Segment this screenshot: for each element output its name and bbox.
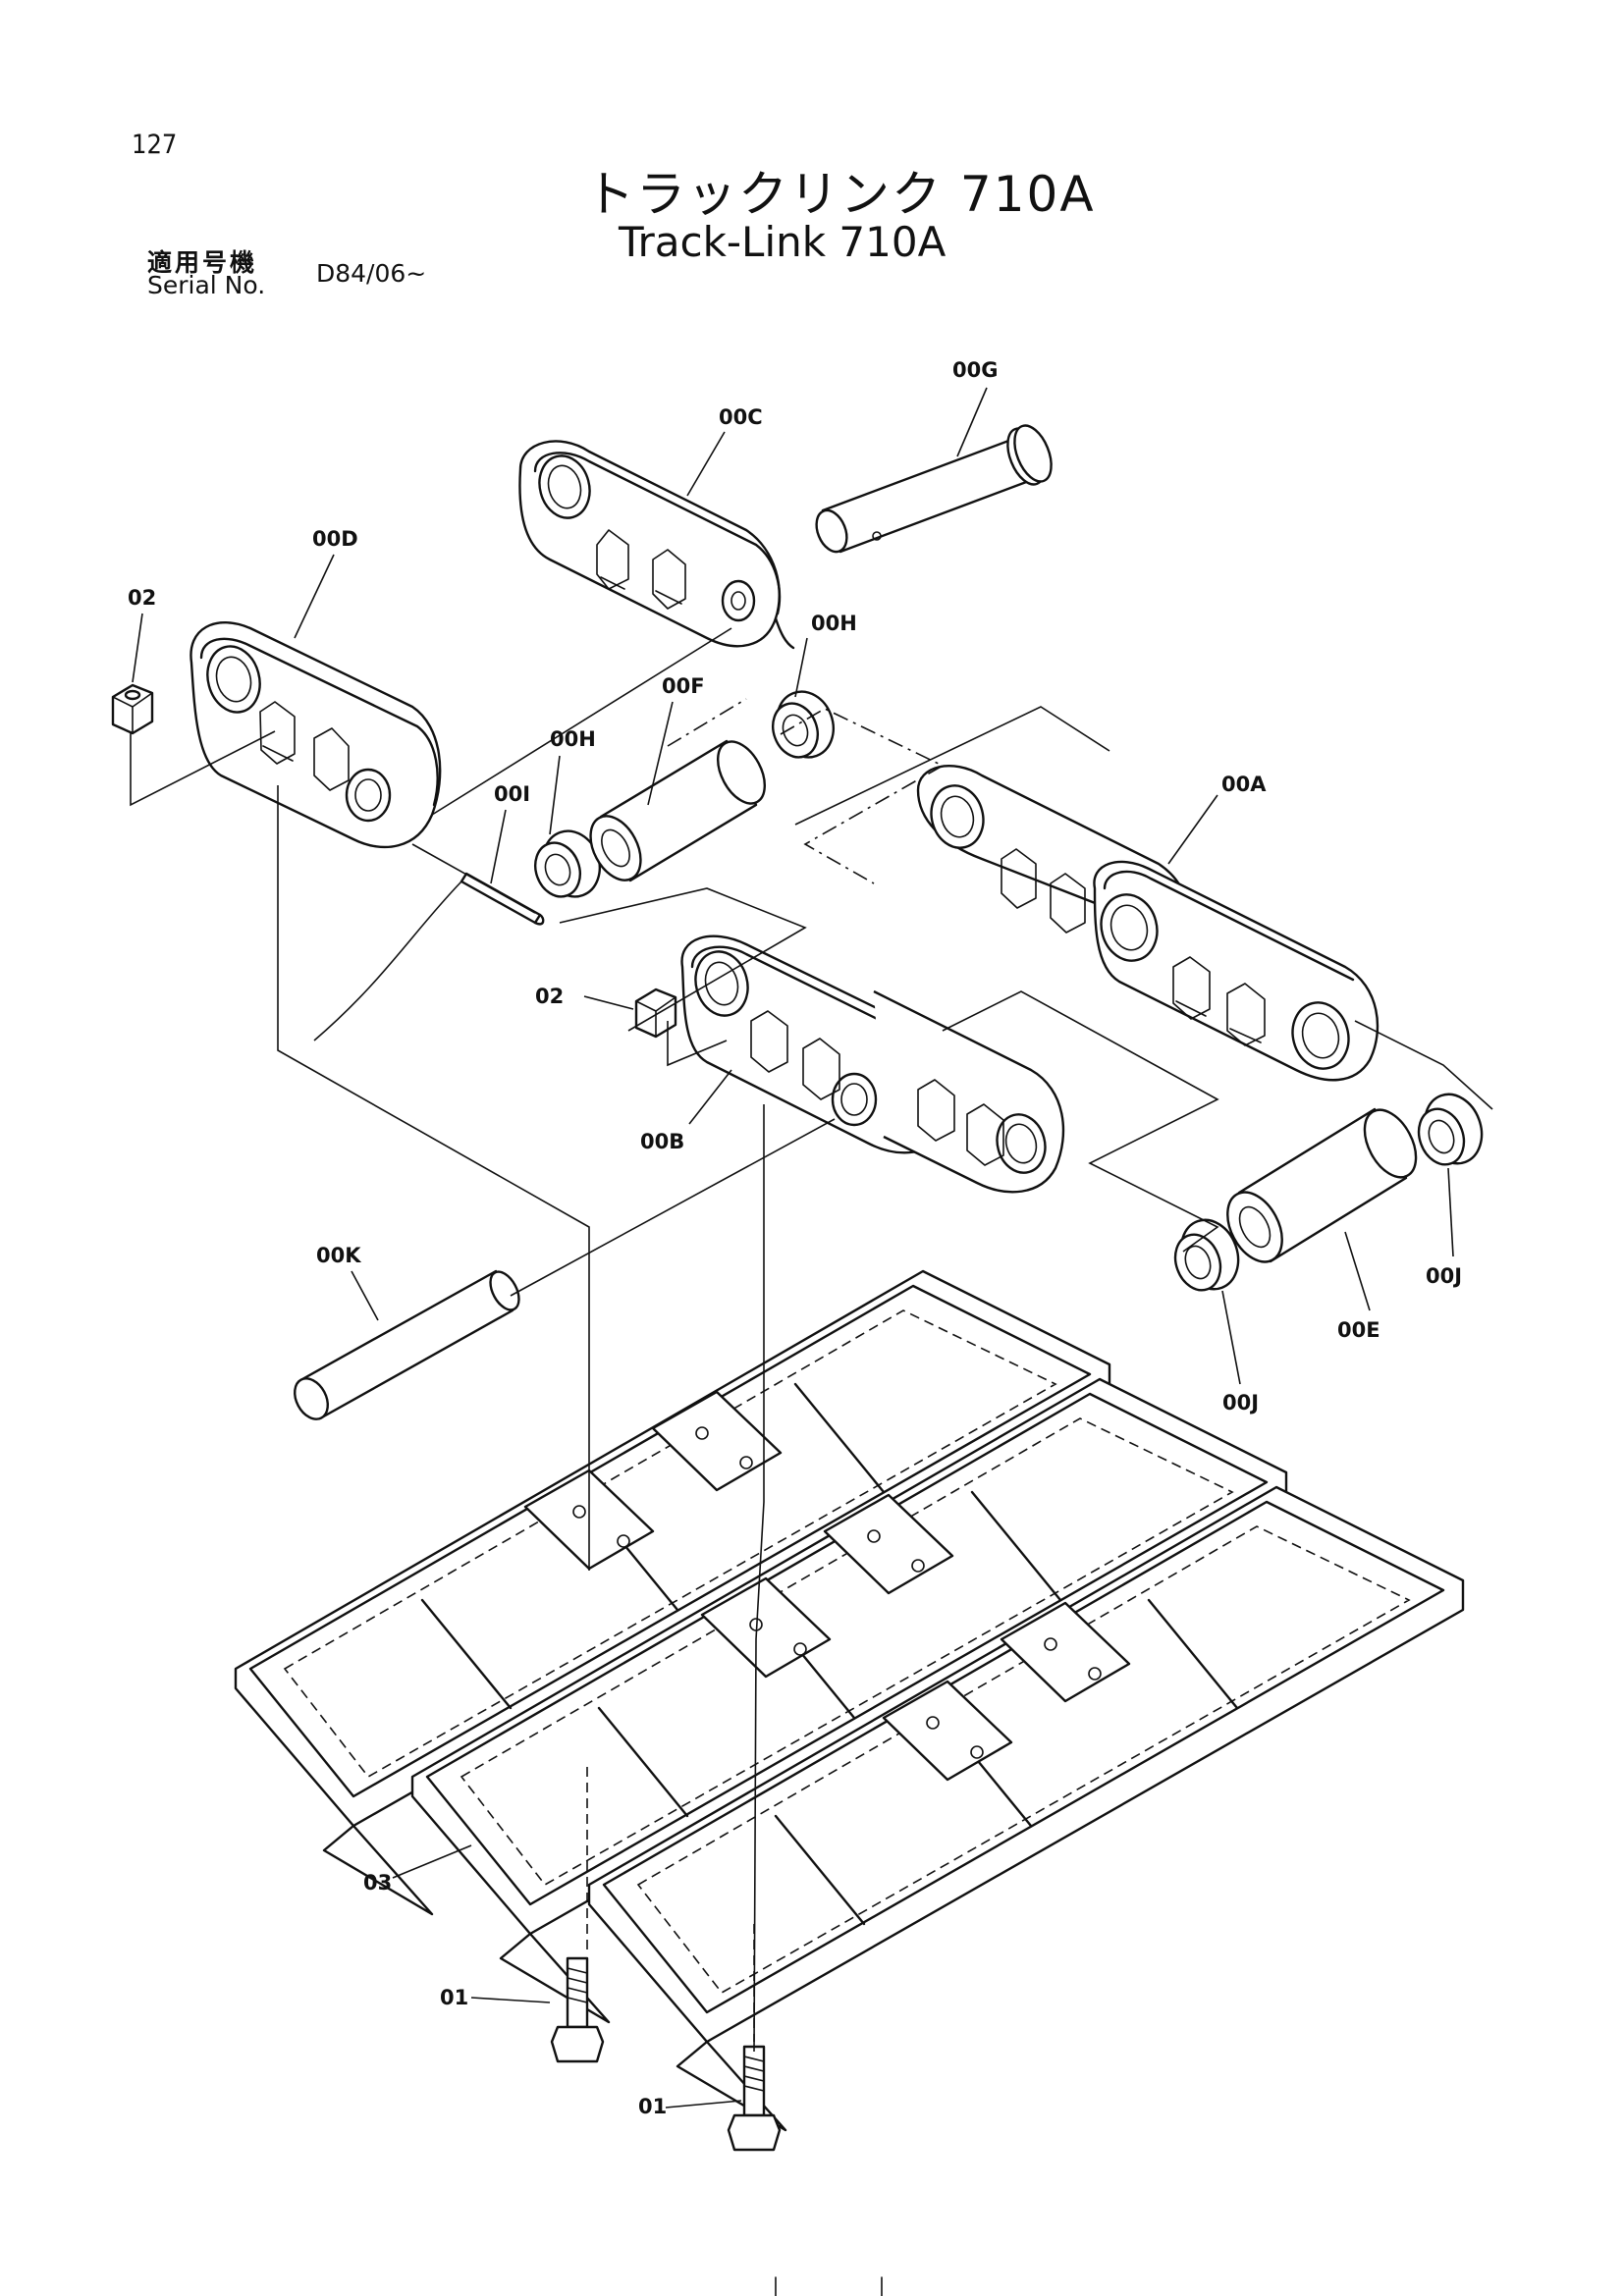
link-00d (189, 621, 442, 849)
assembly-guide-lines (130, 627, 1493, 2053)
callout-00i: 00I (494, 782, 530, 806)
scan-marks (775, 2276, 883, 2296)
bushing-00e (1226, 1107, 1418, 1263)
callout-00j-right: 00J (1426, 1264, 1462, 1288)
title-english: Track-Link 710A (619, 218, 947, 266)
callout-00h-left: 00H (550, 727, 596, 751)
pin-00k (294, 1269, 520, 1420)
callout-00f: 00F (662, 674, 705, 698)
callout-00h-top: 00H (811, 612, 857, 635)
callout-01-right: 01 (638, 2095, 667, 2118)
link-00b (680, 934, 1065, 1194)
bolt-01-left (550, 1956, 605, 2063)
callout-00j-left: 00J (1222, 1391, 1259, 1415)
pin-00g (815, 424, 1053, 554)
callout-00e: 00E (1337, 1318, 1380, 1342)
callout-00g: 00G (952, 358, 998, 382)
callout-00d: 00D (312, 527, 358, 551)
nut-02-upper (111, 683, 154, 735)
link-00c (518, 440, 795, 650)
callout-labels: 00G 00C 00D 02 00H 00F 00H 00I 00A 02 00… (128, 358, 1462, 2118)
callout-00b: 00B (640, 1130, 684, 1153)
serial-label-english: Serial No. (147, 271, 266, 299)
shoe-plate-lower (587, 1485, 1465, 2132)
spring-pin-00i (460, 872, 545, 926)
seal-00h-right (772, 690, 835, 759)
serial-value: D84/06~ (316, 259, 427, 288)
callout-01-left: 01 (440, 1986, 468, 2009)
nut-02-lower (634, 988, 677, 1039)
bushing-00f (589, 739, 767, 882)
callout-00k: 00K (316, 1244, 361, 1267)
callout-00a: 00A (1221, 773, 1267, 796)
serial-label-japanese: 適用号機 (147, 248, 258, 277)
callout-03: 03 (363, 1871, 392, 1895)
leader-lines (132, 387, 1454, 2109)
seal-00j-right (1417, 1093, 1484, 1166)
link-00a (916, 765, 1380, 1082)
callout-00c: 00C (719, 405, 763, 429)
seal-00h-left (534, 829, 601, 898)
callout-02-upper: 02 (128, 586, 156, 610)
page-number: 127 (132, 130, 178, 160)
title-japanese: トラックリンク 710A (585, 166, 1096, 223)
bolt-01-right (727, 2045, 782, 2152)
shoe-link-pads (523, 1390, 1131, 1782)
callout-02-lower: 02 (535, 985, 564, 1008)
